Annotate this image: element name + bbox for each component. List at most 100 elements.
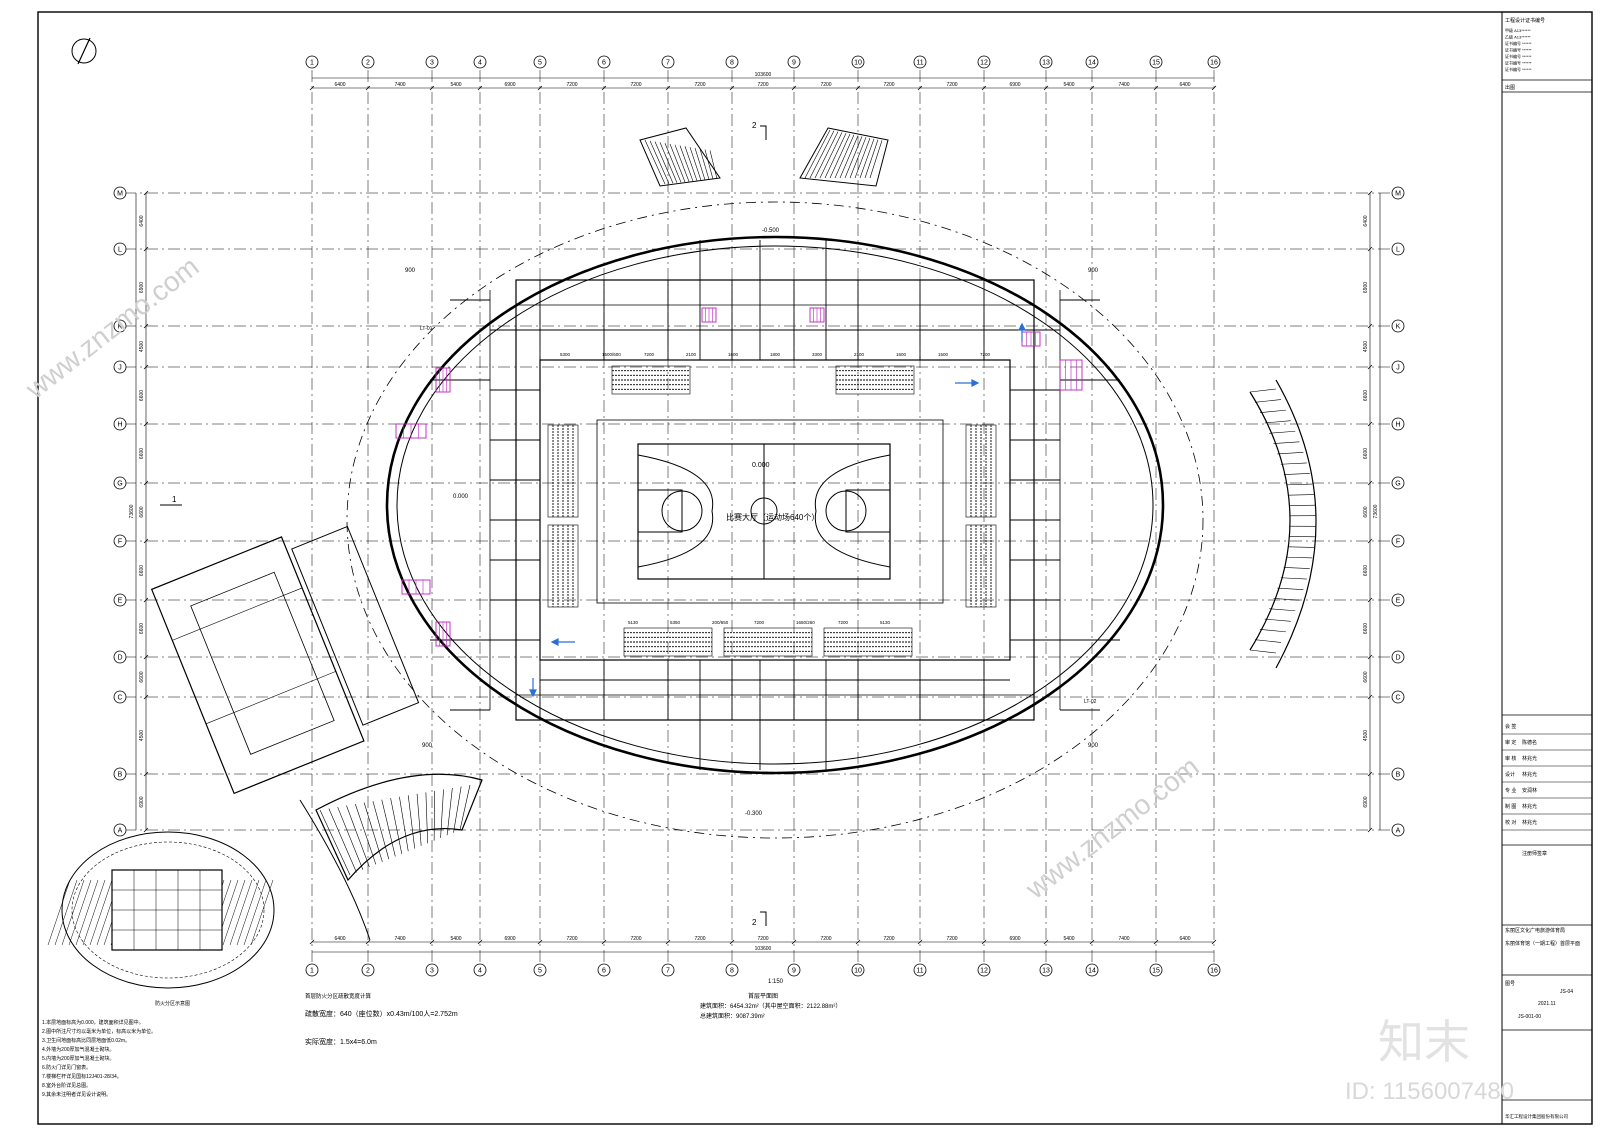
building-inner-wall xyxy=(396,245,1154,765)
seating-blocks xyxy=(547,365,997,657)
column-label: 1 xyxy=(310,60,314,67)
column-label: 3 xyxy=(430,60,434,67)
column-bubble xyxy=(1039,963,1053,977)
row-bubble xyxy=(1391,360,1405,374)
column-bubble xyxy=(533,55,547,69)
column-spacing-label: 7200 xyxy=(566,936,577,942)
row-bubble xyxy=(1391,319,1405,333)
elevation-ramp-label: 0.000 xyxy=(453,494,469,500)
column-label: 12 xyxy=(980,60,988,67)
column-bubble xyxy=(725,55,739,69)
row-bubble xyxy=(113,417,127,431)
row-bubble xyxy=(113,242,127,256)
column-label: 15 xyxy=(1152,60,1160,67)
column-spacing-label: 7200 xyxy=(820,82,831,88)
row-spacing-label: 4500 xyxy=(1363,730,1369,741)
entrance-canopy xyxy=(150,525,420,795)
column-bubble xyxy=(1207,963,1221,977)
tb-seal: 出图 xyxy=(1505,84,1515,91)
column-spacing-label: 7200 xyxy=(946,82,957,88)
column-spacing-label: 7200 xyxy=(757,82,768,88)
row-label: H xyxy=(1395,422,1400,429)
watermark-brand: 知末 xyxy=(1378,1016,1470,1068)
column-spacing-label: 6400 xyxy=(334,936,345,942)
callout-tl: 900 xyxy=(405,268,416,274)
column-label: 6 xyxy=(602,968,606,975)
column-bubble xyxy=(425,55,439,69)
column-spacing-label: 7200 xyxy=(630,936,641,942)
seat-dim-top: 1500 xyxy=(938,352,949,357)
column-spacing-label: 7400 xyxy=(1118,82,1129,88)
tb-role-name: 林兆光 xyxy=(1522,803,1537,810)
ring-corridor-inner xyxy=(539,359,1011,661)
column-spacing-label: 7200 xyxy=(694,82,705,88)
row-spacing-label: 6400 xyxy=(139,215,145,226)
tb-role: 设计 xyxy=(1505,771,1515,778)
seat-dim-top: 1600 xyxy=(728,352,739,357)
column-label: 2 xyxy=(366,968,370,975)
tb-role-name: 林兆光 xyxy=(1522,755,1537,762)
column-spacing-label: 6900 xyxy=(1009,936,1020,942)
column-bubble xyxy=(1149,55,1163,69)
svg-text:2: 2 xyxy=(752,918,757,927)
section-mark-top: 2 xyxy=(752,121,767,140)
column-label: 4 xyxy=(478,60,482,67)
seat-dim-top: 1600 xyxy=(896,352,907,357)
seat-dim-top: 7200 xyxy=(644,352,655,357)
column-label: 9 xyxy=(792,968,796,975)
column-bubble xyxy=(361,55,375,69)
tb-role: 审 核 xyxy=(1505,755,1516,762)
column-spacing-label: 7400 xyxy=(1118,936,1129,942)
seat-dim-bottom: 5130 xyxy=(628,620,639,625)
column-bubble xyxy=(425,963,439,977)
area-line1: 建筑面积：6454.32m²（其中屋空面积：2122.88m²） xyxy=(700,1002,841,1010)
note-line: 5.内墙为200厚加气混凝土砌块。 xyxy=(42,1055,115,1062)
column-label: 6 xyxy=(602,60,606,67)
section-mark-bottom: 2 xyxy=(752,911,767,927)
column-label: 7 xyxy=(666,968,670,975)
row-spacing-label: 6600 xyxy=(139,565,145,576)
tb-date: 2021.11 xyxy=(1538,1001,1556,1007)
room-partitions xyxy=(430,240,1120,770)
row-spacing-label: 4500 xyxy=(139,341,145,352)
row-label: B xyxy=(118,772,123,779)
row-bubble xyxy=(1391,186,1405,200)
row-label: J xyxy=(1396,365,1400,372)
tb-role: 校 对 xyxy=(1505,819,1516,826)
column-label: 4 xyxy=(478,968,482,975)
ring-corridor-outer xyxy=(515,279,1035,721)
seat-dim-top: 1800 xyxy=(770,352,781,357)
column-label: 10 xyxy=(854,60,862,67)
column-spacing-label: 6900 xyxy=(504,936,515,942)
column-label: 12 xyxy=(980,968,988,975)
tb-project: 东丽区文化广电旅游体育局 xyxy=(1505,927,1565,934)
seat-dim-bottom: 5350 xyxy=(670,620,681,625)
tb-role: 会 签 xyxy=(1505,723,1516,730)
column-label: 8 xyxy=(730,968,734,975)
tb-role-name: 陈德名 xyxy=(1522,739,1537,746)
note-line: 6.防火门详见门窗表。 xyxy=(42,1064,91,1071)
note-line: 9.其余未注明者详见设计说明。 xyxy=(42,1091,111,1098)
tb-cert-line: 证书编号 ****** xyxy=(1505,66,1532,72)
column-bubble xyxy=(1207,55,1221,69)
column-bubble xyxy=(1149,963,1163,977)
note-line: 7.楼梯栏杆详见国标12J401-28/34。 xyxy=(42,1073,122,1080)
stair-fan-top-right xyxy=(799,127,889,187)
column-spacing-label: 7200 xyxy=(566,82,577,88)
seat-dim-top: 1500/600 xyxy=(602,352,621,357)
column-label: 13 xyxy=(1042,968,1050,975)
row-bubble xyxy=(1391,767,1405,781)
column-label: 10 xyxy=(854,968,862,975)
tb-drawing-name: 东丽体育馆（一期工程）首层平面 xyxy=(1505,940,1580,947)
column-bubble xyxy=(473,55,487,69)
tb-company: 华汇工程设计集团股份有限公司 xyxy=(1505,1113,1568,1120)
tb-cert-line: 乙级 A13****** xyxy=(1505,34,1531,40)
column-label: 1 xyxy=(310,968,314,975)
direction-arrows xyxy=(529,322,1026,698)
row-label: L xyxy=(118,247,122,254)
row-spacing-label: 6600 xyxy=(139,390,145,401)
tb-drawing-no-label: 图号 xyxy=(1505,981,1515,987)
row-label: K xyxy=(118,324,123,331)
row-label: F xyxy=(1396,539,1400,546)
row-bubble xyxy=(1391,476,1405,490)
